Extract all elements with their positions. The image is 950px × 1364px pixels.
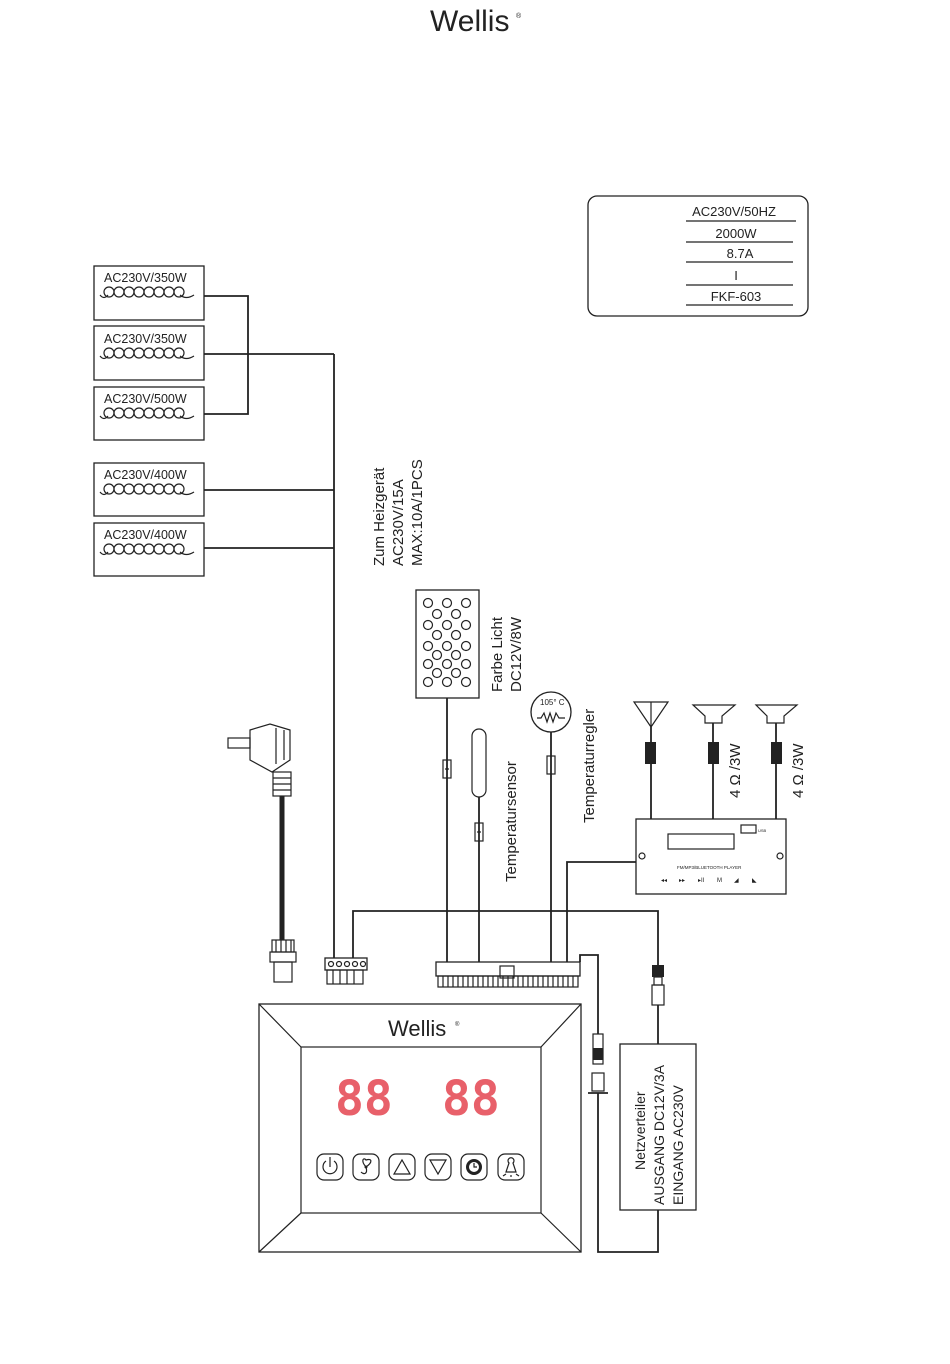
svg-text:Netzverteiler: Netzverteiler xyxy=(632,1091,648,1170)
speaker-icon-1 xyxy=(691,704,737,820)
thermostat-dial-label: 105° C xyxy=(540,698,565,707)
svg-text:Temperaturregler: Temperaturregler xyxy=(581,709,598,823)
controller-wiring xyxy=(352,861,665,1253)
svg-text:AC230V/15A: AC230V/15A xyxy=(390,479,407,566)
antenna-icon xyxy=(632,701,670,820)
heater-element-2: AC230V/350W xyxy=(93,325,205,381)
spec-power: 2000W xyxy=(715,226,757,241)
svg-text:Zum Heizgerät: Zum Heizgerät xyxy=(371,467,388,566)
svg-text:4 Ω /3W: 4 Ω /3W xyxy=(790,743,807,798)
svg-text:Farbe Licht: Farbe Licht xyxy=(489,616,506,692)
power-supply xyxy=(619,1043,697,1211)
speaker-rating-2: 4 Ω /3W xyxy=(790,743,807,798)
light-icon xyxy=(502,1157,520,1177)
control-panel: Wellis ® 88 88 xyxy=(258,1003,582,1253)
player-caption: FM/MP3/BLUETOOTH PLAYER xyxy=(677,865,742,870)
brand-registered-mark: ® xyxy=(516,12,522,20)
heater-element-5: AC230V/400W xyxy=(93,522,205,577)
down-arrow-icon xyxy=(428,1159,448,1176)
brand-logo: Wellis xyxy=(430,5,509,38)
heater-element-4: AC230V/400W xyxy=(93,462,205,517)
usb-label: USB xyxy=(758,828,767,833)
temperature-down-button[interactable] xyxy=(424,1153,452,1181)
timer-button[interactable] xyxy=(460,1153,488,1181)
thermostat: 105° C xyxy=(530,691,572,962)
temperature-sensor xyxy=(471,728,487,962)
control-next: ▸▸ xyxy=(679,878,685,884)
color-light-panel xyxy=(415,589,480,962)
svg-text:EINGANG AC230V: EINGANG AC230V xyxy=(670,1085,686,1205)
fan-icon xyxy=(360,1158,372,1175)
light-button[interactable] xyxy=(497,1153,525,1181)
spec-table: AC230V/50HZ 2000W 8.7A I FKF-603 xyxy=(587,195,809,317)
power-icon xyxy=(322,1157,338,1175)
spec-current: 8.7A xyxy=(727,246,754,261)
svg-text:MAX:10A/1PCS: MAX:10A/1PCS xyxy=(409,459,426,566)
spec-voltage: AC230V/50HZ xyxy=(692,204,776,219)
control-panel-brand: Wellis xyxy=(388,1016,446,1041)
heater-label-2: AC230V/350W xyxy=(104,332,187,346)
heater-label-1: AC230V/350W xyxy=(104,271,187,285)
spec-model: FKF-603 xyxy=(711,289,762,304)
svg-text:®: ® xyxy=(455,1021,460,1028)
heater-element-1: AC230V/350W xyxy=(93,265,205,321)
speaker-rating-1: 4 Ω /3W xyxy=(727,743,744,798)
svg-text:AUSGANG DC12V/3A: AUSGANG DC12V/3A xyxy=(651,1064,667,1205)
led-grid xyxy=(422,597,472,688)
heater-label-3: AC230V/500W xyxy=(104,392,187,406)
control-mode: M xyxy=(717,878,722,884)
power-button[interactable] xyxy=(316,1153,344,1181)
terminal-pins xyxy=(437,975,579,988)
media-player: USB FM/MP3/BLUETOOTH PLAYER ◂◂ ▸▸ ▸II M … xyxy=(635,818,787,895)
control-prev: ◂◂ xyxy=(661,878,667,884)
control-vol-down: ◢ xyxy=(734,878,739,884)
mains-plug-icon xyxy=(227,723,297,983)
power-supply-label: Netzverteiler xyxy=(632,1091,648,1170)
color-light-label: Farbe Licht DC12V/8W xyxy=(489,616,525,692)
spec-class: I xyxy=(734,268,738,283)
thermostat-label: Temperaturregler xyxy=(581,709,598,823)
svg-text:4 Ω /3W: 4 Ω /3W xyxy=(727,743,744,798)
temperature-sensor-label: Temperatursensor xyxy=(503,761,520,882)
display-right: 88 xyxy=(442,1071,500,1127)
display-left: 88 xyxy=(335,1071,393,1127)
heater-terminal xyxy=(324,957,368,985)
heater-element-3: AC230V/500W xyxy=(93,386,205,441)
heater-supply-label: Zum Heizgerät AC230V/15A MAX:10A/1PCS xyxy=(371,459,426,566)
control-play: ▸II xyxy=(698,878,705,884)
timer-icon xyxy=(466,1159,482,1175)
svg-text:Temperatursensor: Temperatursensor xyxy=(503,761,520,882)
heater-wiring xyxy=(204,295,335,958)
heater-label-5: AC230V/400W xyxy=(104,528,187,542)
up-arrow-icon xyxy=(392,1158,412,1175)
heater-label-4: AC230V/400W xyxy=(104,468,187,482)
terminal-connector-block xyxy=(435,961,581,988)
control-vol-up: ◣ xyxy=(752,878,757,884)
power-supply-output: AUSGANG DC12V/3A EINGANG AC230V xyxy=(651,1064,686,1205)
svg-text:DC12V/8W: DC12V/8W xyxy=(508,616,525,692)
speaker-icon-2 xyxy=(754,704,799,820)
fan-button[interactable] xyxy=(352,1153,380,1181)
temperature-up-button[interactable] xyxy=(388,1153,416,1181)
